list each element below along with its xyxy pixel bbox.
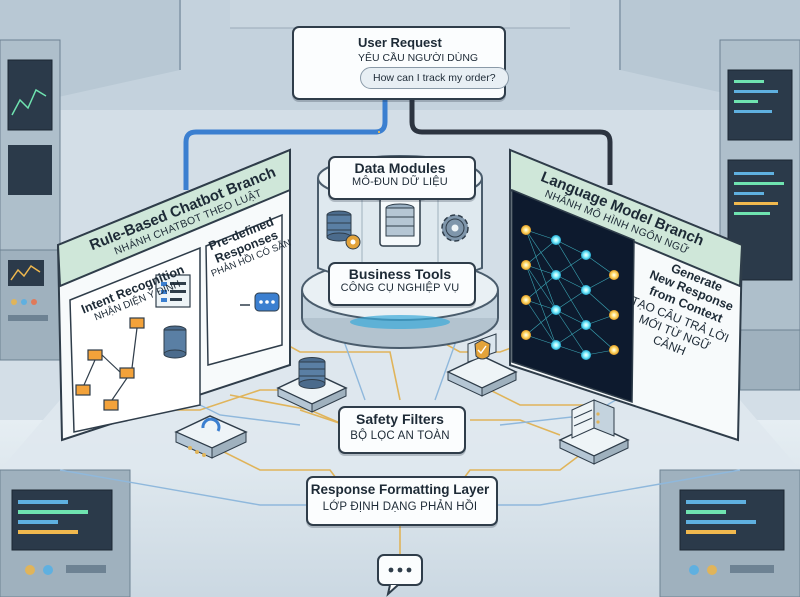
- shield-device-icon: [446, 333, 518, 397]
- output-chat-icon: [377, 554, 423, 597]
- formatting-subtitle: LỚP ĐỊNH DẠNG PHẢN HỒI: [322, 500, 478, 513]
- rule-database-icon: [163, 325, 187, 359]
- response-formatting-label: Response Formatting Layer LỚP ĐỊNH DẠNG …: [306, 482, 494, 514]
- language-model-branch-panel: [509, 148, 744, 442]
- safety-filters-label: Safety Filters BỘ LỌC AN TOÀN: [338, 411, 462, 443]
- document-list-icon: [155, 274, 191, 308]
- user-request-title: User Request: [358, 35, 442, 50]
- gear-icon: [441, 214, 469, 242]
- data-modules-label: Data Modules MÔ-ĐUN DỮ LIỆU: [328, 160, 472, 189]
- safety-filters-title: Safety Filters: [356, 411, 444, 427]
- chat-bubble-icon: [240, 292, 280, 312]
- data-modules-subtitle: MÔ-ĐUN DỮ LIỆU: [352, 176, 448, 189]
- floor-database-icon: [276, 357, 348, 413]
- database-icon: [326, 210, 352, 242]
- flowchart-icon: [75, 317, 145, 411]
- data-modules-card: [328, 156, 476, 200]
- neural-network-icon: [521, 225, 619, 360]
- router-device-icon: [174, 415, 248, 459]
- user-query-chip: How can I track my order?: [360, 67, 509, 89]
- server-stack-icon: [379, 197, 421, 247]
- business-tools-subtitle: CÔNG CỤ NGHIỆP VỤ: [340, 282, 460, 295]
- response-formatting-card: [306, 476, 498, 526]
- server-rack-icon: [558, 399, 630, 465]
- user-request-subtitle: YÊU CẦU NGƯỜI DÙNG: [358, 52, 479, 64]
- gear-icon-small: [345, 234, 361, 250]
- left-console: [0, 39, 131, 597]
- business-tools-title: Business Tools: [348, 266, 452, 282]
- business-tools-card: [328, 262, 476, 306]
- formatting-title: Response Formatting Layer: [310, 482, 490, 497]
- safety-filters-card: [338, 406, 466, 454]
- safety-filters-subtitle: BỘ LỌC AN TOÀN: [350, 430, 450, 443]
- business-tools-label: Business Tools CÔNG CỤ NGHIỆP VỤ: [328, 266, 472, 295]
- data-modules-title: Data Modules: [354, 160, 446, 176]
